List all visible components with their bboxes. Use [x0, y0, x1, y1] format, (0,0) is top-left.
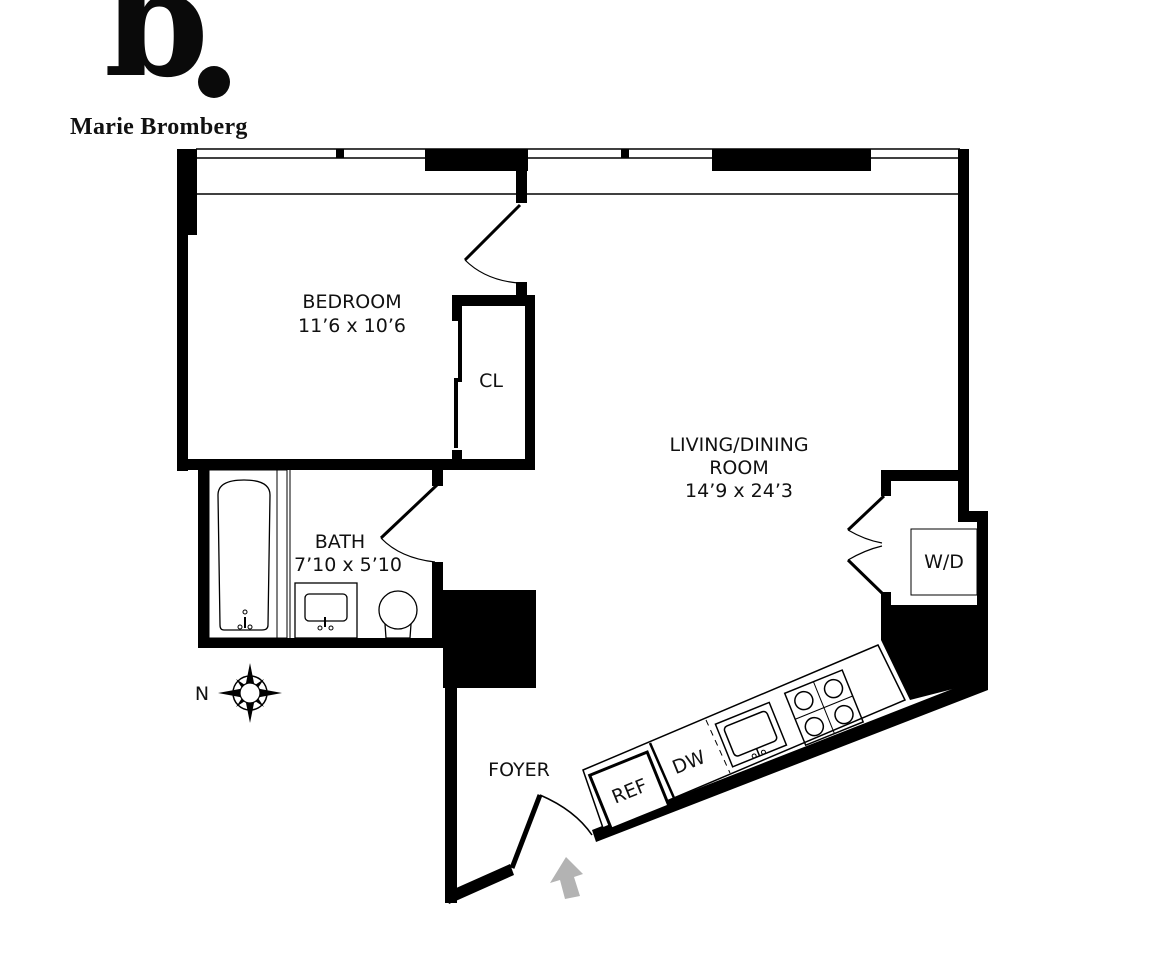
bedroom-dimensions: 11’6 x 10’6	[298, 315, 406, 337]
refrigerator: REF	[587, 750, 671, 832]
bedroom-door-swing	[464, 259, 519, 284]
compass-icon	[218, 663, 282, 723]
bath-dimensions: 7’10 x 5’10	[294, 554, 402, 576]
toilet-icon	[378, 590, 418, 639]
bedroom-door-leaf	[463, 203, 522, 262]
foyer-label: FOYER	[488, 759, 550, 781]
living-name-line1: LIVING/DINING	[669, 434, 808, 456]
kitchen-exterior-wall	[592, 675, 988, 842]
bedroom-name: BEDROOM	[302, 291, 401, 313]
bath-door-swing	[380, 537, 436, 563]
bathtub-icon	[208, 469, 291, 639]
entry-arrow-icon	[550, 857, 583, 899]
closet-label: CL	[479, 370, 503, 392]
sink-divider	[705, 719, 731, 774]
bath-name: BATH	[315, 531, 365, 553]
stove-icon	[783, 669, 865, 747]
compass-north-label: N	[195, 683, 209, 705]
bath-door-leaf	[379, 483, 439, 540]
structural-block	[881, 605, 988, 700]
brand-logo-dot	[198, 66, 230, 98]
kitchen-sink-icon	[714, 701, 788, 768]
brand-logo-letter: b	[104, 0, 209, 111]
wd-closet-doors	[846, 494, 886, 597]
foyer-bottom-wall	[445, 864, 514, 904]
dw-divider	[648, 742, 676, 799]
living-dimensions: 14’9 x 24’3	[685, 480, 793, 502]
entry-door-leaf	[509, 794, 543, 869]
living-name-line2: ROOM	[709, 457, 769, 479]
bath-sink-icon	[294, 582, 358, 639]
washer-dryer-label: W/D	[924, 551, 964, 573]
top-wall-segments	[336, 149, 871, 171]
washer-dryer	[910, 528, 978, 596]
brand-name: Marie Bromberg	[70, 114, 248, 140]
walls	[177, 149, 988, 903]
entry-door-swing	[539, 794, 593, 836]
